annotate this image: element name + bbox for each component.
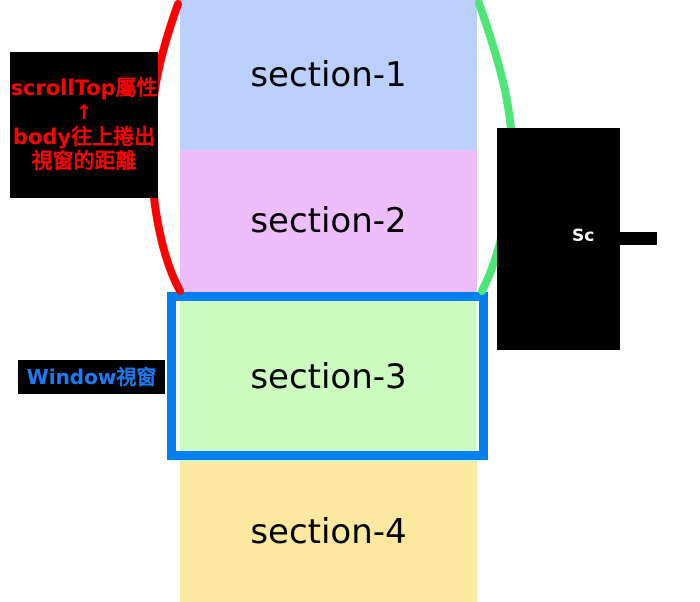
scrollheight-callout: Sc xyxy=(497,128,662,350)
window-callout: Window視窗 xyxy=(18,360,165,394)
section-label-4: section-4 xyxy=(250,512,407,552)
scrolltop-callout: scrollTop屬性 ↑ body往上捲出 視窗的距離 xyxy=(10,52,158,198)
scrolltop-callout-title: scrollTop屬性 xyxy=(10,75,158,100)
window-callout-label: Window視窗 xyxy=(26,364,157,389)
section-label-2: section-2 xyxy=(250,201,407,241)
section-block-1: section-1 xyxy=(180,0,477,150)
scrolltop-callout-desc-2: 視窗的距離 xyxy=(31,148,137,173)
scrollheight-callout-text: Sc xyxy=(572,226,595,246)
section-label-3: section-3 xyxy=(250,357,407,397)
section-block-4: section-4 xyxy=(180,462,477,602)
scrollheight-overflow-glyphs xyxy=(620,232,657,245)
arrow-up-icon: ↑ xyxy=(75,100,93,125)
section-block-2: section-2 xyxy=(180,150,477,292)
section-block-3: section-3 xyxy=(180,292,477,462)
scrolltop-callout-desc-1: body往上捲出 xyxy=(12,125,156,150)
section-label-1: section-1 xyxy=(250,55,407,95)
